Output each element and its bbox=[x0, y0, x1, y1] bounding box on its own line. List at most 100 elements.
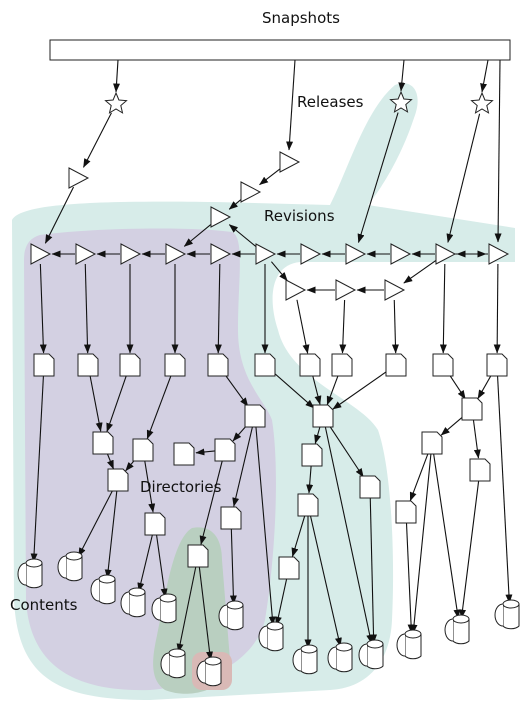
revision-node[interactable] bbox=[279, 151, 301, 173]
graph-edge bbox=[144, 459, 156, 513]
content-node[interactable] bbox=[396, 629, 422, 660]
revisions-label: Revisions bbox=[264, 207, 335, 225]
release-star-node[interactable] bbox=[389, 90, 413, 113]
revision-node[interactable] bbox=[255, 243, 277, 265]
content-node[interactable] bbox=[17, 558, 43, 589]
graph-edge bbox=[259, 167, 282, 186]
revision-node[interactable] bbox=[68, 167, 90, 189]
revision-node[interactable] bbox=[435, 243, 457, 265]
revision-node[interactable] bbox=[75, 243, 97, 265]
graph-edge bbox=[332, 370, 389, 410]
directory-node[interactable] bbox=[432, 353, 454, 377]
directory-node[interactable] bbox=[207, 353, 229, 377]
content-node[interactable] bbox=[151, 593, 177, 624]
graph-edge bbox=[291, 514, 306, 557]
revision-node[interactable] bbox=[210, 243, 232, 265]
graph-edge bbox=[78, 488, 114, 557]
content-node[interactable] bbox=[258, 621, 284, 652]
graph-edge bbox=[369, 496, 378, 644]
directory-node[interactable] bbox=[33, 353, 55, 377]
directory-node[interactable] bbox=[278, 556, 300, 580]
directory-node[interactable] bbox=[486, 353, 508, 377]
graph-edge bbox=[195, 448, 216, 456]
graph-edge bbox=[391, 299, 399, 354]
graph-edge bbox=[339, 299, 347, 354]
graph-edge bbox=[405, 521, 415, 634]
revision-node[interactable] bbox=[384, 279, 406, 301]
directory-node[interactable] bbox=[173, 442, 195, 466]
directory-node[interactable] bbox=[107, 468, 129, 492]
graph-edge bbox=[30, 374, 45, 563]
content-node[interactable] bbox=[90, 574, 116, 605]
content-node[interactable] bbox=[160, 648, 186, 679]
graph-edge bbox=[493, 263, 501, 354]
revision-node[interactable] bbox=[240, 181, 262, 203]
graph-edge bbox=[82, 112, 112, 168]
revision-node[interactable] bbox=[285, 279, 307, 301]
directory-node[interactable] bbox=[254, 353, 276, 377]
directory-node[interactable] bbox=[331, 353, 353, 377]
directory-node[interactable] bbox=[244, 404, 266, 428]
directory-node[interactable] bbox=[359, 475, 381, 499]
directory-node[interactable] bbox=[144, 512, 166, 536]
revision-node[interactable] bbox=[210, 206, 232, 228]
directory-node[interactable] bbox=[299, 353, 321, 377]
revision-node[interactable] bbox=[120, 243, 142, 265]
content-node[interactable] bbox=[196, 656, 222, 687]
content-node[interactable] bbox=[292, 644, 318, 675]
graph-edge bbox=[104, 489, 118, 579]
directory-node[interactable] bbox=[301, 443, 323, 467]
directory-node[interactable] bbox=[220, 506, 242, 530]
graph-edge bbox=[409, 452, 429, 502]
snapshots-bar[interactable] bbox=[49, 39, 511, 61]
graph-edge bbox=[39, 263, 47, 354]
directories-label: Directories bbox=[140, 478, 222, 496]
directory-node[interactable] bbox=[421, 431, 443, 455]
directory-node[interactable] bbox=[461, 397, 483, 421]
revision-node[interactable] bbox=[300, 243, 322, 265]
revision-node[interactable] bbox=[165, 243, 187, 265]
directory-node[interactable] bbox=[297, 493, 319, 517]
directory-node[interactable] bbox=[164, 353, 186, 377]
graph-edge bbox=[214, 263, 222, 354]
directory-node[interactable] bbox=[92, 431, 114, 455]
directory-node[interactable] bbox=[214, 438, 236, 462]
content-node[interactable] bbox=[444, 614, 470, 645]
directory-node[interactable] bbox=[119, 353, 141, 377]
directory-node[interactable] bbox=[469, 458, 491, 482]
content-node[interactable] bbox=[358, 639, 384, 670]
release-star-node[interactable] bbox=[104, 91, 128, 114]
graph-edge bbox=[439, 263, 447, 354]
graph-edge bbox=[314, 425, 321, 444]
node-layer bbox=[17, 90, 520, 687]
graph-edge bbox=[274, 577, 288, 626]
revision-node[interactable] bbox=[30, 243, 52, 265]
directory-node[interactable] bbox=[385, 353, 407, 377]
revision-node[interactable] bbox=[488, 243, 510, 265]
graph-edge bbox=[83, 263, 91, 354]
release-star-node[interactable] bbox=[470, 91, 494, 114]
graph-edge bbox=[198, 565, 214, 661]
graph-edge bbox=[137, 533, 154, 592]
content-node[interactable] bbox=[218, 600, 244, 631]
revision-node[interactable] bbox=[345, 243, 367, 265]
directory-node[interactable] bbox=[132, 438, 154, 462]
content-node[interactable] bbox=[120, 587, 146, 618]
directory-node[interactable] bbox=[77, 353, 99, 377]
revision-node[interactable] bbox=[335, 279, 357, 301]
graph-edge bbox=[228, 224, 258, 249]
graph-edge bbox=[306, 464, 314, 494]
graph-edge bbox=[232, 425, 254, 507]
content-node[interactable] bbox=[327, 642, 353, 673]
content-node[interactable] bbox=[494, 599, 520, 630]
directory-node[interactable] bbox=[395, 500, 417, 524]
graph-edge bbox=[272, 371, 315, 409]
snapshots-label: Snapshots bbox=[262, 9, 340, 27]
graph-edge bbox=[446, 113, 481, 243]
content-node[interactable] bbox=[57, 551, 83, 582]
directory-node[interactable] bbox=[187, 544, 209, 568]
graph-edge bbox=[398, 59, 406, 92]
directory-node[interactable] bbox=[312, 404, 334, 428]
revision-node[interactable] bbox=[390, 243, 412, 265]
